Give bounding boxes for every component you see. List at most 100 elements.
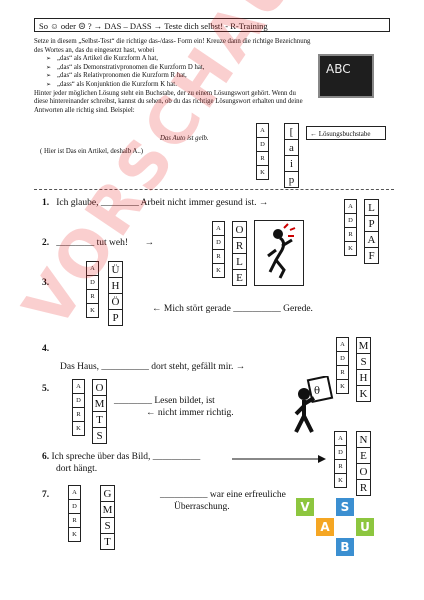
option-cell[interactable]: A xyxy=(72,379,85,394)
option-cell[interactable]: R xyxy=(68,513,81,528)
letter-cell: i xyxy=(284,155,299,172)
example-sentence: Das Auto ist gelb. xyxy=(160,135,209,142)
instructions: Setze in diesem „Selbst-Test“ die richti… xyxy=(34,38,310,115)
example-note: ( Hier ist Das ein Artikel, deshalb A..) xyxy=(40,148,144,155)
option-cell[interactable]: D xyxy=(72,393,85,408)
option-cell[interactable]: R xyxy=(336,365,349,380)
option-cell[interactable]: K xyxy=(334,473,347,488)
option-cell[interactable]: R xyxy=(256,151,269,166)
option-cell[interactable]: D xyxy=(212,235,225,250)
option-cell[interactable]: R xyxy=(212,249,225,264)
option-cell[interactable]: K xyxy=(256,165,269,180)
letter-cell: E xyxy=(232,269,247,286)
question-6: 6. Ich spreche über das Bild, __________ xyxy=(42,452,201,462)
letter-cell: M xyxy=(356,337,371,354)
letter-cell: O xyxy=(92,379,107,396)
option-cell[interactable]: K xyxy=(68,527,81,542)
pain-figure-illustration xyxy=(254,220,304,286)
letter-cell: O xyxy=(356,463,371,480)
q3-letters: Ü H Ö P xyxy=(108,261,123,326)
letter-cell: T xyxy=(92,411,107,428)
letter-cell: E xyxy=(356,447,371,464)
instruction-line: des Wortes an, das du eingesetzt hast, w… xyxy=(34,46,155,54)
option-cell[interactable]: K xyxy=(72,421,85,436)
chalkboard-image: ABC xyxy=(318,54,374,98)
letter-cell: L xyxy=(364,199,379,216)
letter-cell: S xyxy=(92,427,107,444)
q6-options: A D R K xyxy=(334,431,347,488)
option-cell[interactable]: A xyxy=(336,337,349,352)
question-5-line-2: ← nicht immer richtig. xyxy=(146,408,234,418)
option-cell[interactable]: R xyxy=(334,459,347,474)
letter-cell: L xyxy=(232,253,247,270)
letter-cell: P xyxy=(108,309,123,326)
q7-options: A D R K xyxy=(68,485,81,542)
option-cell[interactable]: A xyxy=(256,123,269,138)
q3-options: A D R K xyxy=(86,261,99,318)
letter-cell: K xyxy=(356,385,371,402)
question-3: ← Mich stört gerade __________ Gerede. xyxy=(152,304,313,314)
option-cell[interactable]: K xyxy=(86,303,99,318)
instruction-line: Setze in diesem „Selbst-Test“ die richti… xyxy=(34,38,311,45)
option-cell[interactable]: K xyxy=(336,379,349,394)
q4-options: A D R K xyxy=(336,337,349,394)
question-4-number: 4. xyxy=(42,344,50,354)
letter-cell: F xyxy=(364,247,379,264)
question-2: 2. ________ tut weh! → xyxy=(42,238,155,248)
example-solution-letters: [ a i p xyxy=(284,123,299,188)
option-cell[interactable]: D xyxy=(334,445,347,460)
option-cell[interactable]: A xyxy=(334,431,347,446)
question-1: 1. Ich glaube, ________ Arbeit nicht imm… xyxy=(42,198,269,208)
option-cell[interactable]: R xyxy=(72,407,85,422)
question-5-number: 5. xyxy=(42,384,50,394)
question-6-line-2: dort hängt. xyxy=(56,464,98,474)
option-cell[interactable]: R xyxy=(344,227,357,242)
question-7-line-2: Überraschung. xyxy=(174,502,230,512)
letter-cell: R xyxy=(232,237,247,254)
option-cell[interactable]: K xyxy=(212,263,225,278)
logo-letter: V xyxy=(296,498,314,516)
solution-letter-label: ← Lösungsbuchstabe xyxy=(306,126,386,140)
publisher-logo: V S A U B xyxy=(296,498,378,580)
option-cell[interactable]: A xyxy=(68,485,81,500)
instruction-line: diese hintereinander schreibst, kannst d… xyxy=(34,98,303,106)
letter-cell: R xyxy=(356,479,371,496)
bullet-item: „das“ als Demonstrativpronomen die Kurzf… xyxy=(46,64,310,73)
instruction-line: Hinter jeder möglichen Lösung steht ein … xyxy=(34,89,296,97)
q5-options: A D R K xyxy=(72,379,85,436)
logo-letter: B xyxy=(336,538,354,556)
letter-cell: N xyxy=(356,431,371,448)
q4-letters: M S H K xyxy=(356,337,371,402)
letter-cell: G xyxy=(100,485,115,502)
worksheet-title: So ☺ oder ☹ ? → DAS – DASS → Teste dich … xyxy=(34,18,390,32)
option-cell[interactable]: D xyxy=(336,351,349,366)
question-4: Das Haus, __________ dort steht, gefällt… xyxy=(60,362,246,372)
letter-cell: M xyxy=(100,501,115,518)
option-cell[interactable]: D xyxy=(68,499,81,514)
letter-cell: H xyxy=(356,369,371,386)
q6-letters: N E O R xyxy=(356,431,371,496)
logo-letter: A xyxy=(316,518,334,536)
bullet-item: „dass“ als Konjunktion die Kurzform K ha… xyxy=(46,81,310,90)
option-cell[interactable]: A xyxy=(212,221,225,236)
option-cell[interactable]: D xyxy=(256,137,269,152)
q5-letters: O M T S xyxy=(92,379,107,444)
bullet-item: „das“ als Relativpronomen die Kurzform R… xyxy=(46,72,310,81)
letter-cell: O xyxy=(232,221,247,238)
option-cell[interactable]: D xyxy=(344,213,357,228)
q2-options: A D R K xyxy=(212,221,225,278)
letter-cell: p xyxy=(284,171,299,188)
option-cell[interactable]: A xyxy=(344,199,357,214)
letter-cell: a xyxy=(284,139,299,156)
option-cell[interactable]: K xyxy=(344,241,357,256)
question-7-line-1: __________ war eine erfreuliche xyxy=(160,490,286,500)
q1-letters: L P A F xyxy=(364,199,379,264)
arrow-right-icon xyxy=(232,455,326,463)
letter-cell: [ xyxy=(284,123,299,140)
example-answer-options: A D R K xyxy=(256,123,269,180)
logo-letter: S xyxy=(336,498,354,516)
q2-letters: O R L E xyxy=(232,221,247,286)
svg-text:θ: θ xyxy=(314,386,320,397)
letter-cell: M xyxy=(92,395,107,412)
letter-cell: S xyxy=(356,353,371,370)
